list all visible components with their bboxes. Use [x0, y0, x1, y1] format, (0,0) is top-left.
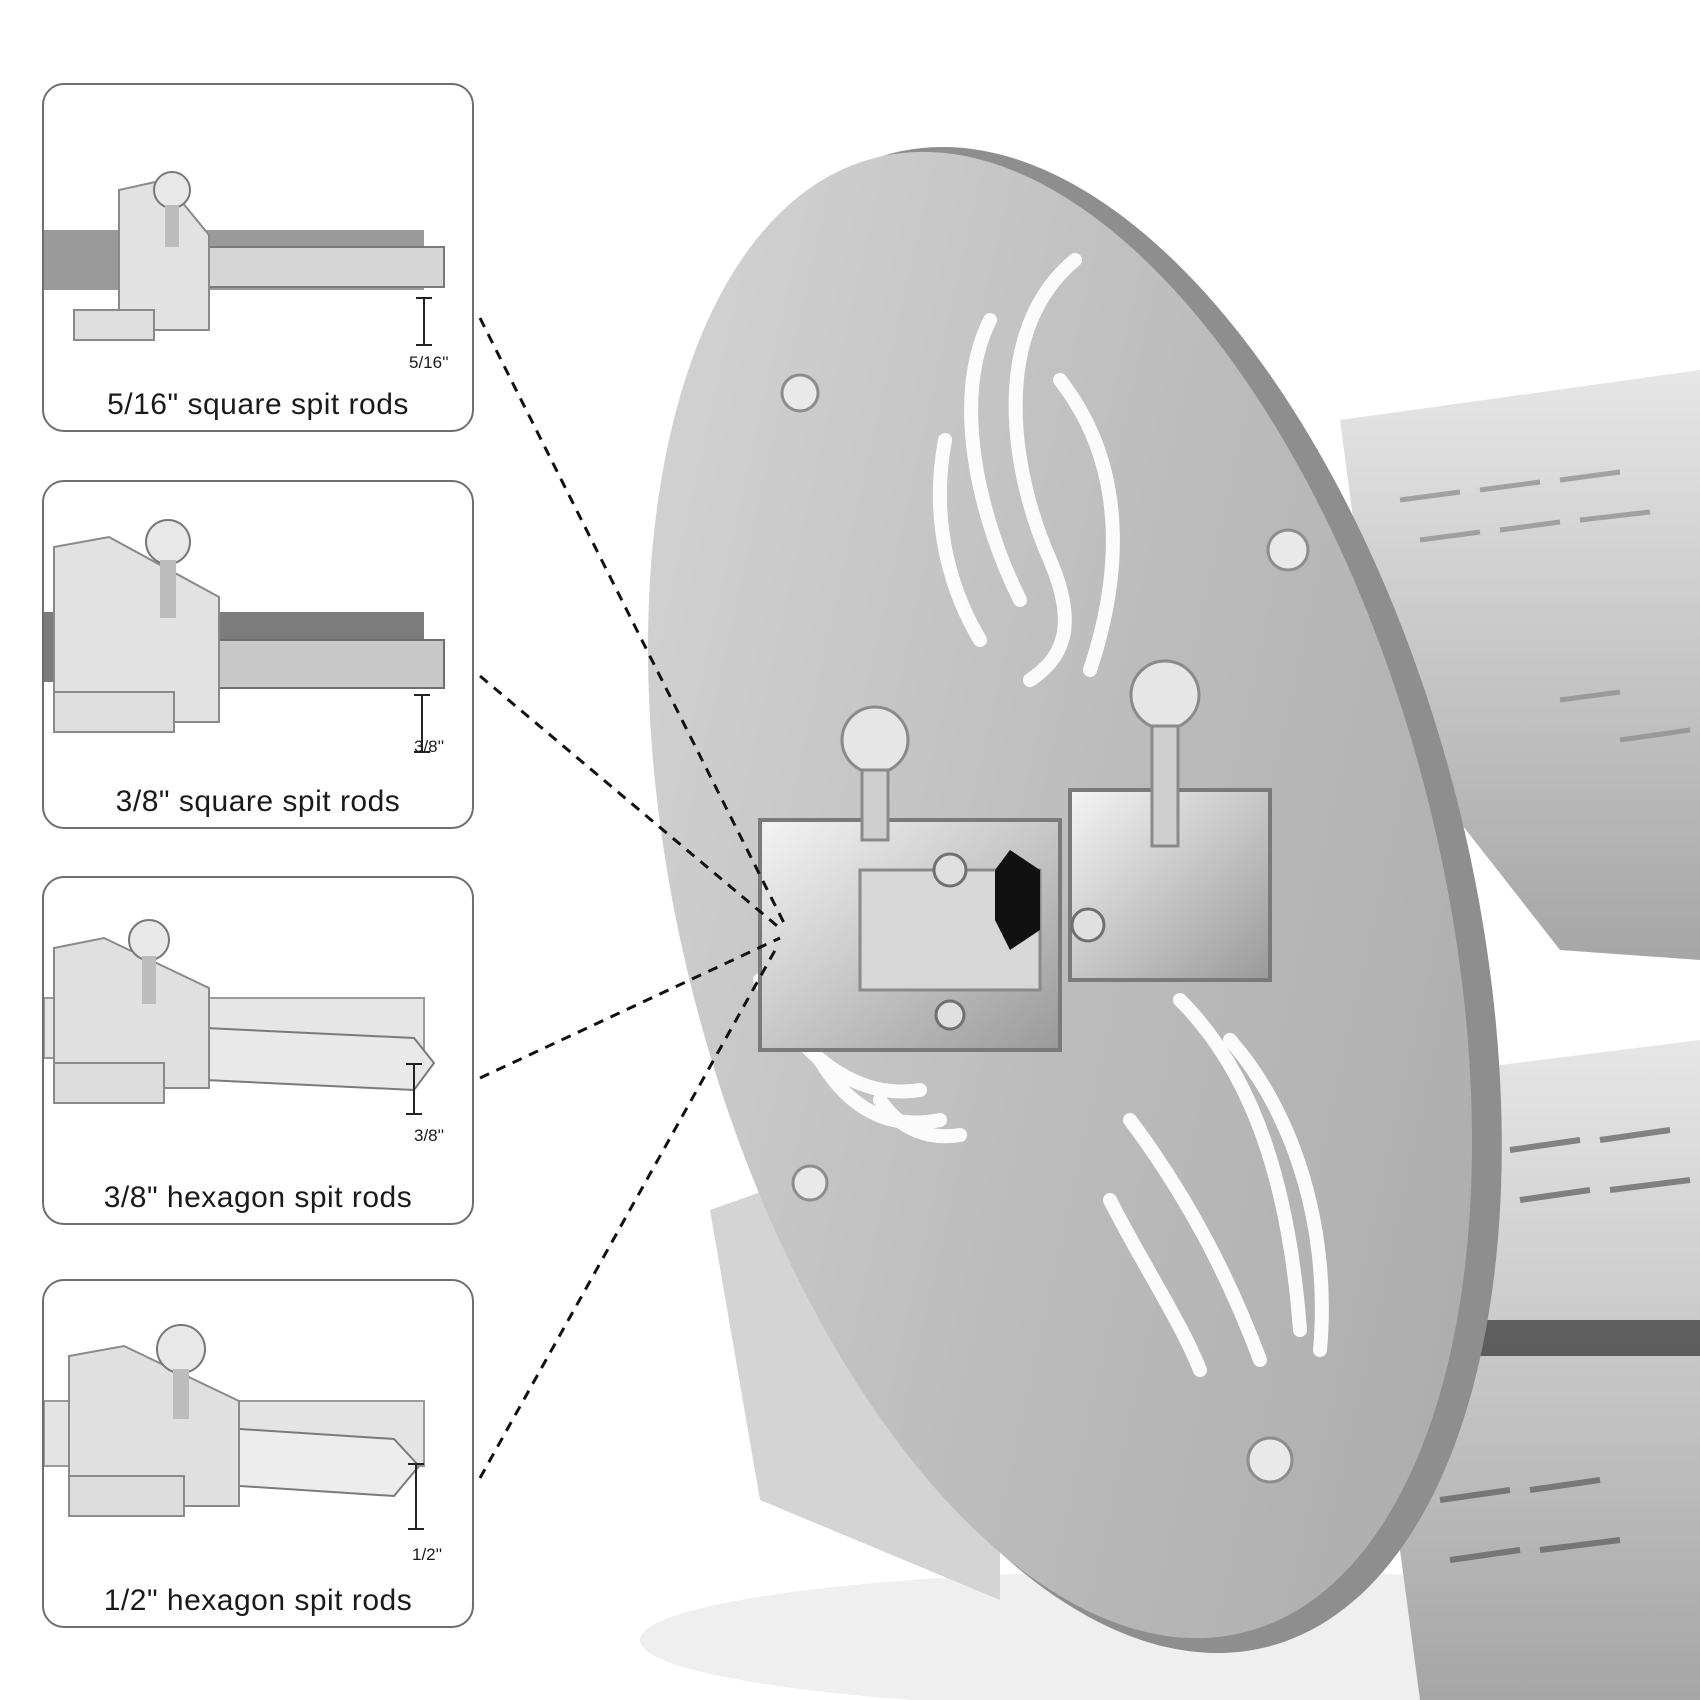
- thumb-screws: [840, 659, 1201, 848]
- rod-size-card-3-8-square: 3/8'' 3/8" square spit rods: [42, 480, 474, 829]
- square-rod-icon: [44, 519, 445, 753]
- rod-holder-bracket: [758, 788, 1272, 1052]
- hexagon-rod-icon: [44, 919, 436, 1115]
- card-caption: 3/8" square spit rods: [115, 785, 401, 818]
- dimension-label: 3/8'': [414, 1126, 445, 1145]
- dimension-label: 3/8'': [414, 737, 445, 756]
- square-rod-icon: [44, 171, 445, 346]
- card-caption: 3/8" hexagon spit rods: [103, 1181, 413, 1214]
- card-caption: 5/16" square spit rods: [107, 388, 409, 421]
- dimension-label: 1/2'': [412, 1545, 443, 1564]
- upper-tray: [1340, 370, 1700, 960]
- rod-size-card-1-2-hexagon: 1/2'' 1/2" hexagon spit rods: [42, 1279, 474, 1628]
- dimension-label: 5/16'': [409, 353, 449, 372]
- hexagon-rod-icon: [44, 1324, 425, 1530]
- rod-size-card-3-8-hexagon: 3/8'' 3/8" hexagon spit rods: [42, 876, 474, 1225]
- card-caption: 1/2" hexagon spit rods: [103, 1584, 413, 1617]
- rod-size-card-5-16-square: 5/16'' 5/16" square spit rods: [42, 83, 474, 432]
- callout-lines: [478, 317, 787, 1479]
